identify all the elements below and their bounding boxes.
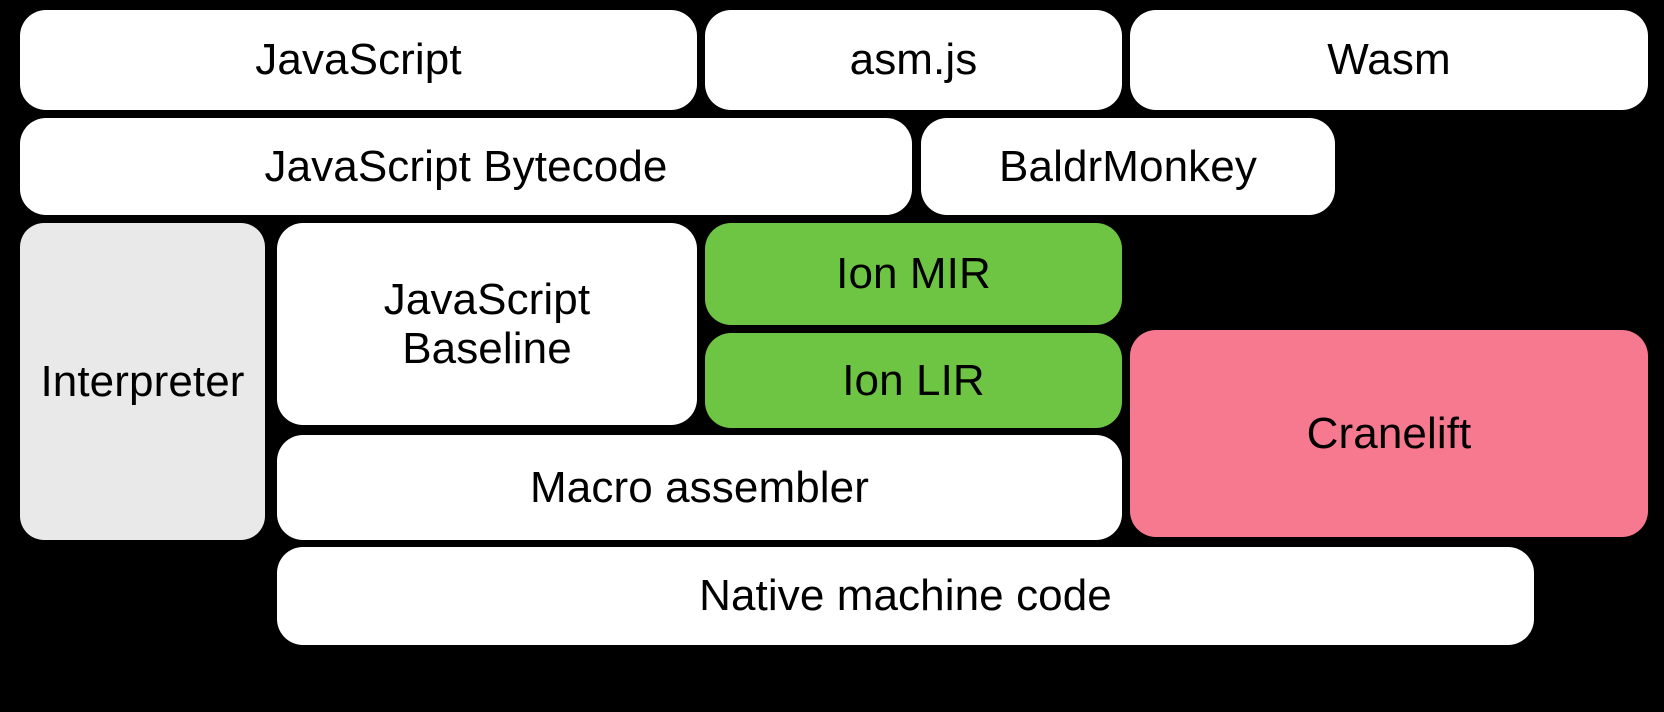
node-macro-assembler[interactable]: Macro assembler <box>277 435 1122 540</box>
node-wasm[interactable]: Wasm <box>1130 10 1648 110</box>
node-javascript-baseline[interactable]: JavaScript Baseline <box>277 223 697 425</box>
node-javascript-bytecode[interactable]: JavaScript Bytecode <box>20 118 912 215</box>
node-ion-mir[interactable]: Ion MIR <box>705 223 1122 325</box>
node-cranelift[interactable]: Cranelift <box>1130 330 1648 537</box>
node-javascript[interactable]: JavaScript <box>20 10 697 110</box>
node-asm-js[interactable]: asm.js <box>705 10 1122 110</box>
node-ion-lir[interactable]: Ion LIR <box>705 333 1122 428</box>
node-baldrmonkey[interactable]: BaldrMonkey <box>921 118 1335 215</box>
node-native-machine-code[interactable]: Native machine code <box>277 547 1534 645</box>
node-interpreter[interactable]: Interpreter <box>20 223 265 540</box>
